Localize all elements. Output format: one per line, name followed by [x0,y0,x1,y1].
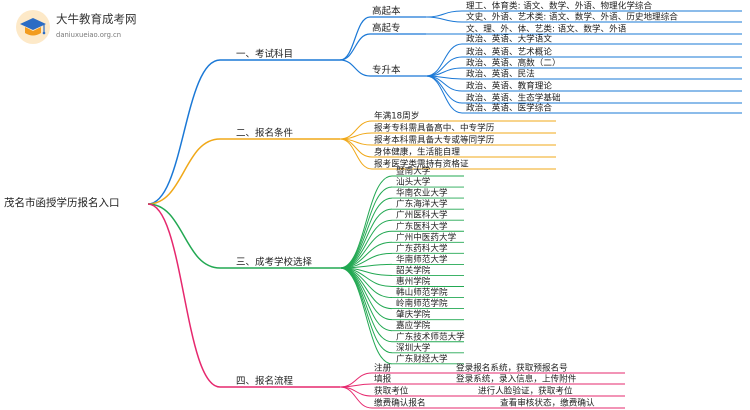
branch-link [147,138,221,205]
logo-url: daniuxueiao.org.cn [56,31,122,39]
leaf-link [339,175,393,269]
group-link [339,33,371,61]
leaf-link [425,43,463,77]
leaf-label: 广东海洋大学 [396,198,448,210]
root-node-label: 茂名市函授学历报名入口 [4,196,120,209]
leaf-link [339,186,393,269]
leaf-label: 汕头大学 [396,176,431,188]
branch-label: 一、考试科目 [236,48,293,60]
leaf-link [339,197,393,269]
leaf-label: 广州中医药大学 [396,231,457,243]
branch-label: 三、成考学校选择 [236,256,313,268]
leaf-label: 广东医科大学 [396,220,448,232]
process-step-desc: 进行人脸验证，获取考位 [478,385,573,397]
branch-label: 二、报名条件 [236,127,294,139]
leaf-label: 嘉应学院 [396,319,431,331]
leaf-label: 广州医科大学 [396,209,448,221]
process-step-label: 注册 [374,362,392,374]
process-step-label: 缴费确认报名 [374,397,426,409]
leaf-link [339,372,373,388]
leaf-label: 广东财经大学 [396,352,448,364]
leaf-label: 文、理、外、体、艺类: 语文、数学、外语 [466,23,627,35]
leaf-link [425,16,463,23]
process-step-desc: 登录报名系统，获取预报名号 [456,362,568,374]
leaf-label: 政治、英语、教育理论 [466,80,552,92]
branch-link [147,59,221,205]
process-step-label: 填报 [374,373,392,385]
leaf-label: 年满18周岁 [374,110,419,122]
group-label: 高起专 [372,22,401,34]
leaf-label: 暨南大学 [396,165,431,177]
leaf-label: 政治、英语、艺术概论 [466,46,552,58]
leaf-link [425,10,463,18]
leaf-link [339,208,393,269]
group-link [339,16,371,61]
branch-link [147,203,221,388]
leaf-label: 惠州学院 [396,275,431,287]
leaf-link [339,386,373,409]
leaf-link [425,75,463,104]
leaf-label: 政治、英语、高数（二） [466,57,561,69]
leaf-label: 政治、英语、民法 [466,68,535,80]
leaf-label: 政治、英语、大学语文 [466,33,552,45]
leaf-label: 深圳大学 [396,341,431,353]
site-logo: 大牛教育成考网 daniuxueiao.org.cn [14,8,154,48]
branch-label: 四、报名流程 [236,375,294,387]
logo-title: 大牛教育成考网 [56,12,137,26]
leaf-link [339,267,393,354]
process-step-label: 获取考位 [374,385,409,397]
leaf-label: 韶关学院 [396,264,431,276]
leaf-label: 报考专科需具备高中、中专学历 [374,122,495,134]
leaf-label: 岭南师范学院 [396,297,448,309]
leaf-label: 广东技术师范大学 [396,330,465,342]
leaf-label: 身体健康，生活能自理 [374,146,460,158]
leaf-link [339,383,373,388]
mind-map-links [147,10,742,409]
branch-link [147,203,221,269]
leaf-label: 华南师范大学 [396,253,448,265]
leaf-label: 肇庆学院 [396,308,431,320]
leaf-link [339,267,393,310]
leaf-link [339,230,393,269]
process-step-desc: 登录系统，录入信息，上传附件 [456,373,577,385]
leaf-label: 报考本科需具备大专或等同学历 [374,134,495,146]
leaf-label: 理工、体育类: 语文、数学、外语、物理化学综合 [466,0,653,12]
group-link [339,59,371,77]
leaf-link [339,138,373,170]
process-step-desc: 查看审核状态，缴费确认 [500,397,595,409]
leaf-label: 政治、英语、生态学基础 [466,92,561,104]
leaf-label: 政治、英语、医学综合 [466,102,552,114]
leaf-link [425,75,463,114]
leaf-label: 广东药科大学 [396,242,448,254]
leaf-label: 报考医学类需持有资格证 [374,158,469,170]
leaf-label: 华南农业大学 [396,187,448,199]
group-label: 高起本 [372,5,401,17]
leaf-link [339,267,393,365]
graduation-cap-icon [16,10,50,44]
leaf-link [339,386,373,397]
group-label: 专升本 [372,64,401,76]
leaf-label: 韩山师范学院 [396,286,448,298]
leaf-label: 文史、外语、艺术类: 语文、数学、外语、历史地理综合 [466,11,678,23]
leaf-link [339,267,393,343]
